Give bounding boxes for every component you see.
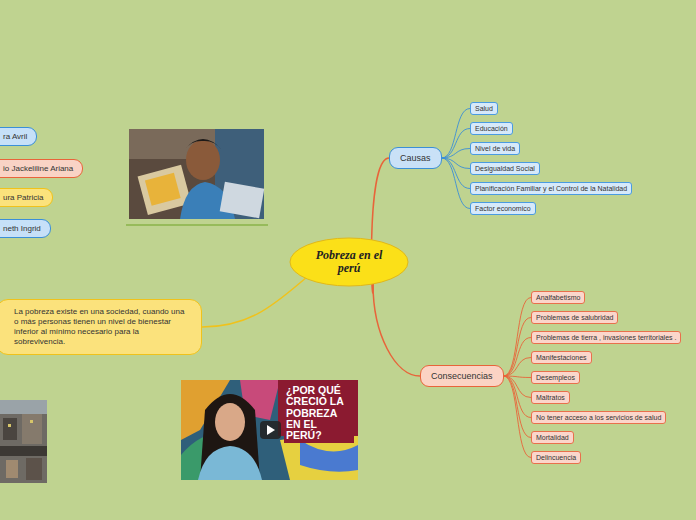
node-text: La pobreza existe en una sociedad, cuand… bbox=[14, 307, 189, 347]
connector bbox=[504, 298, 531, 377]
leaf-box: No tener acceso a los servicios de salud bbox=[531, 411, 666, 424]
leaf-box: Desigualdad Social bbox=[470, 162, 540, 175]
central-ellipse: Pobreza en el perú bbox=[289, 237, 409, 287]
connector bbox=[442, 109, 470, 159]
leaf-box: Planificación Familiar y el Control de l… bbox=[470, 182, 632, 195]
node-text: io Jackeliline Ariana bbox=[3, 164, 73, 173]
node-text: Problemas de salubridad bbox=[536, 314, 613, 321]
node-text: Consecuencias bbox=[431, 371, 493, 381]
leaf-box: Mortalidad bbox=[531, 431, 574, 444]
node-text: Factor economico bbox=[475, 205, 531, 212]
branch-box: Causas bbox=[389, 147, 442, 169]
connector bbox=[504, 376, 531, 398]
connector bbox=[442, 129, 470, 159]
connector bbox=[504, 358, 531, 377]
member-box: ura Patricia bbox=[0, 188, 53, 207]
node-text: Salud bbox=[475, 105, 493, 112]
member-box: neth Ingrid bbox=[0, 219, 51, 238]
leaf-box: Salud bbox=[470, 102, 498, 115]
node-text: ra Avril bbox=[3, 132, 27, 141]
branch-box: Consecuencias bbox=[420, 365, 504, 387]
leaf-box: Manifestaciones bbox=[531, 351, 592, 364]
node-text: Analfabetismo bbox=[536, 294, 580, 301]
video-title: ¿POR QUÉ CRECIO LA POBREZA EN EL PERÚ? bbox=[284, 384, 354, 443]
leaf-box: Problemas de salubridad bbox=[531, 311, 618, 324]
definition-box: La pobreza existe en una sociedad, cuand… bbox=[0, 299, 202, 355]
node-text: Delincuencia bbox=[536, 454, 576, 461]
connector bbox=[504, 338, 531, 377]
node-text: No tener acceso a los servicios de salud bbox=[536, 414, 661, 421]
node-text: Nivel de vida bbox=[475, 145, 515, 152]
connector bbox=[504, 376, 531, 418]
leaf-box: Maltratos bbox=[531, 391, 570, 404]
underline bbox=[126, 224, 268, 226]
connector bbox=[373, 284, 420, 376]
video-thumbnail bbox=[181, 380, 358, 480]
connector bbox=[442, 158, 470, 209]
connector bbox=[504, 318, 531, 377]
node-text: Desempleos bbox=[536, 374, 575, 381]
leaf-box: Desempleos bbox=[531, 371, 580, 384]
node-text: Mortalidad bbox=[536, 434, 569, 441]
node-text: Desigualdad Social bbox=[475, 165, 535, 172]
node-text: Causas bbox=[400, 153, 431, 163]
connector bbox=[504, 376, 531, 458]
node-text: Maltratos bbox=[536, 394, 565, 401]
node-text: ura Patricia bbox=[3, 193, 43, 202]
node-text: Problemas de tierra , invasiones territo… bbox=[536, 334, 676, 341]
child-photo bbox=[129, 129, 264, 219]
leaf-box: Factor economico bbox=[470, 202, 536, 215]
leaf-box: Analfabetismo bbox=[531, 291, 585, 304]
connector bbox=[202, 277, 307, 327]
leaf-box: Problemas de tierra , invasiones territo… bbox=[531, 331, 681, 344]
leaf-box: Educación bbox=[470, 122, 513, 135]
member-box: io Jackeliline Ariana bbox=[0, 159, 83, 178]
connector bbox=[442, 149, 470, 159]
node-text: Pobreza en el perú bbox=[310, 249, 388, 275]
node-text: Planificación Familiar y el Control de l… bbox=[475, 185, 627, 192]
leaf-box: Delincuencia bbox=[531, 451, 581, 464]
node-text: Educación bbox=[475, 125, 508, 132]
node-text: Manifestaciones bbox=[536, 354, 587, 361]
member-box: ra Avril bbox=[0, 127, 37, 146]
connector bbox=[504, 376, 531, 438]
city-photo bbox=[0, 400, 47, 483]
node-text: neth Ingrid bbox=[3, 224, 41, 233]
leaf-box: Nivel de vida bbox=[470, 142, 520, 155]
